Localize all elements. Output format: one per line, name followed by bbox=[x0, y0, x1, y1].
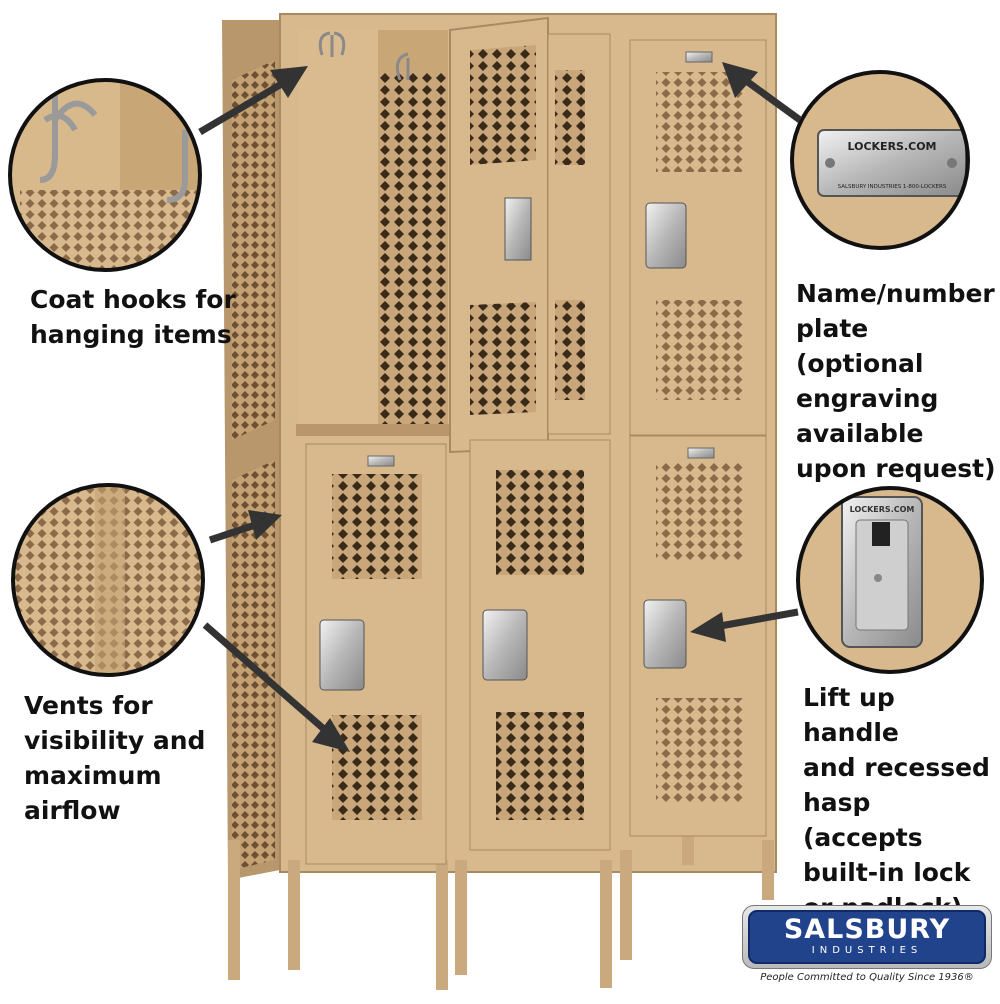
detail-hasp: LOCKERS.COM bbox=[796, 486, 984, 674]
door-vent bbox=[332, 474, 422, 579]
recessed-handle bbox=[319, 619, 365, 691]
leg bbox=[620, 850, 632, 960]
leg bbox=[682, 835, 694, 865]
recessed-handle bbox=[482, 609, 528, 681]
leg bbox=[455, 860, 467, 975]
detail-name-plate: LOCKERS.COM SALSBURY INDUSTRIES 1-800-LO… bbox=[790, 70, 970, 250]
logo-subtitle: INDUSTRIES bbox=[811, 945, 923, 956]
caption-coat-hooks: Coat hooks for hanging items bbox=[30, 285, 236, 349]
door-latch bbox=[504, 197, 532, 261]
door-vent bbox=[656, 72, 744, 172]
door-vent bbox=[656, 462, 744, 562]
door-vent bbox=[656, 698, 744, 803]
logo-tagline: People Committed to Quality Since 1936® bbox=[760, 972, 974, 983]
door-vent bbox=[656, 300, 744, 400]
callout-arrows bbox=[198, 62, 803, 752]
caption-handle: Lift up handle and recessed hasp (accept… bbox=[803, 683, 990, 922]
caption-vents: Vents for visibility and maximum airflow bbox=[24, 691, 206, 825]
leg bbox=[600, 860, 612, 988]
salsbury-logo: SALSBURY INDUSTRIES bbox=[742, 905, 992, 969]
number-plate bbox=[687, 447, 715, 459]
hasp-brand-text: LOCKERS.COM bbox=[850, 505, 915, 514]
plate-brand-text: LOCKERS.COM bbox=[847, 140, 936, 153]
recessed-handle bbox=[645, 202, 687, 269]
coat-hook bbox=[318, 31, 346, 57]
door-vent bbox=[496, 712, 584, 820]
door-vent bbox=[470, 45, 536, 165]
door-vent bbox=[332, 715, 422, 820]
plate-fine-print: SALSBURY INDUSTRIES 1-800-LOCKERS bbox=[838, 184, 947, 190]
leg bbox=[762, 840, 774, 900]
side-vent-upper bbox=[232, 60, 275, 440]
interior-back-vent bbox=[380, 72, 448, 432]
number-plate bbox=[685, 51, 713, 63]
logo-badge: SALSBURY INDUSTRIES bbox=[748, 910, 986, 964]
locker-bank bbox=[222, 13, 777, 990]
recessed-handle bbox=[643, 599, 687, 669]
caption-name-plate: Name/number plate (optional engraving av… bbox=[796, 279, 996, 483]
logo-name: SALSBURY bbox=[783, 914, 951, 945]
coat-hook bbox=[395, 52, 410, 81]
door-vent bbox=[496, 470, 584, 575]
door-vent bbox=[470, 302, 536, 415]
leg bbox=[228, 840, 240, 980]
leg bbox=[288, 860, 300, 970]
leg bbox=[436, 860, 448, 990]
number-plate bbox=[367, 455, 395, 467]
detail-coat-hooks bbox=[8, 78, 202, 272]
detail-vents bbox=[11, 483, 205, 677]
